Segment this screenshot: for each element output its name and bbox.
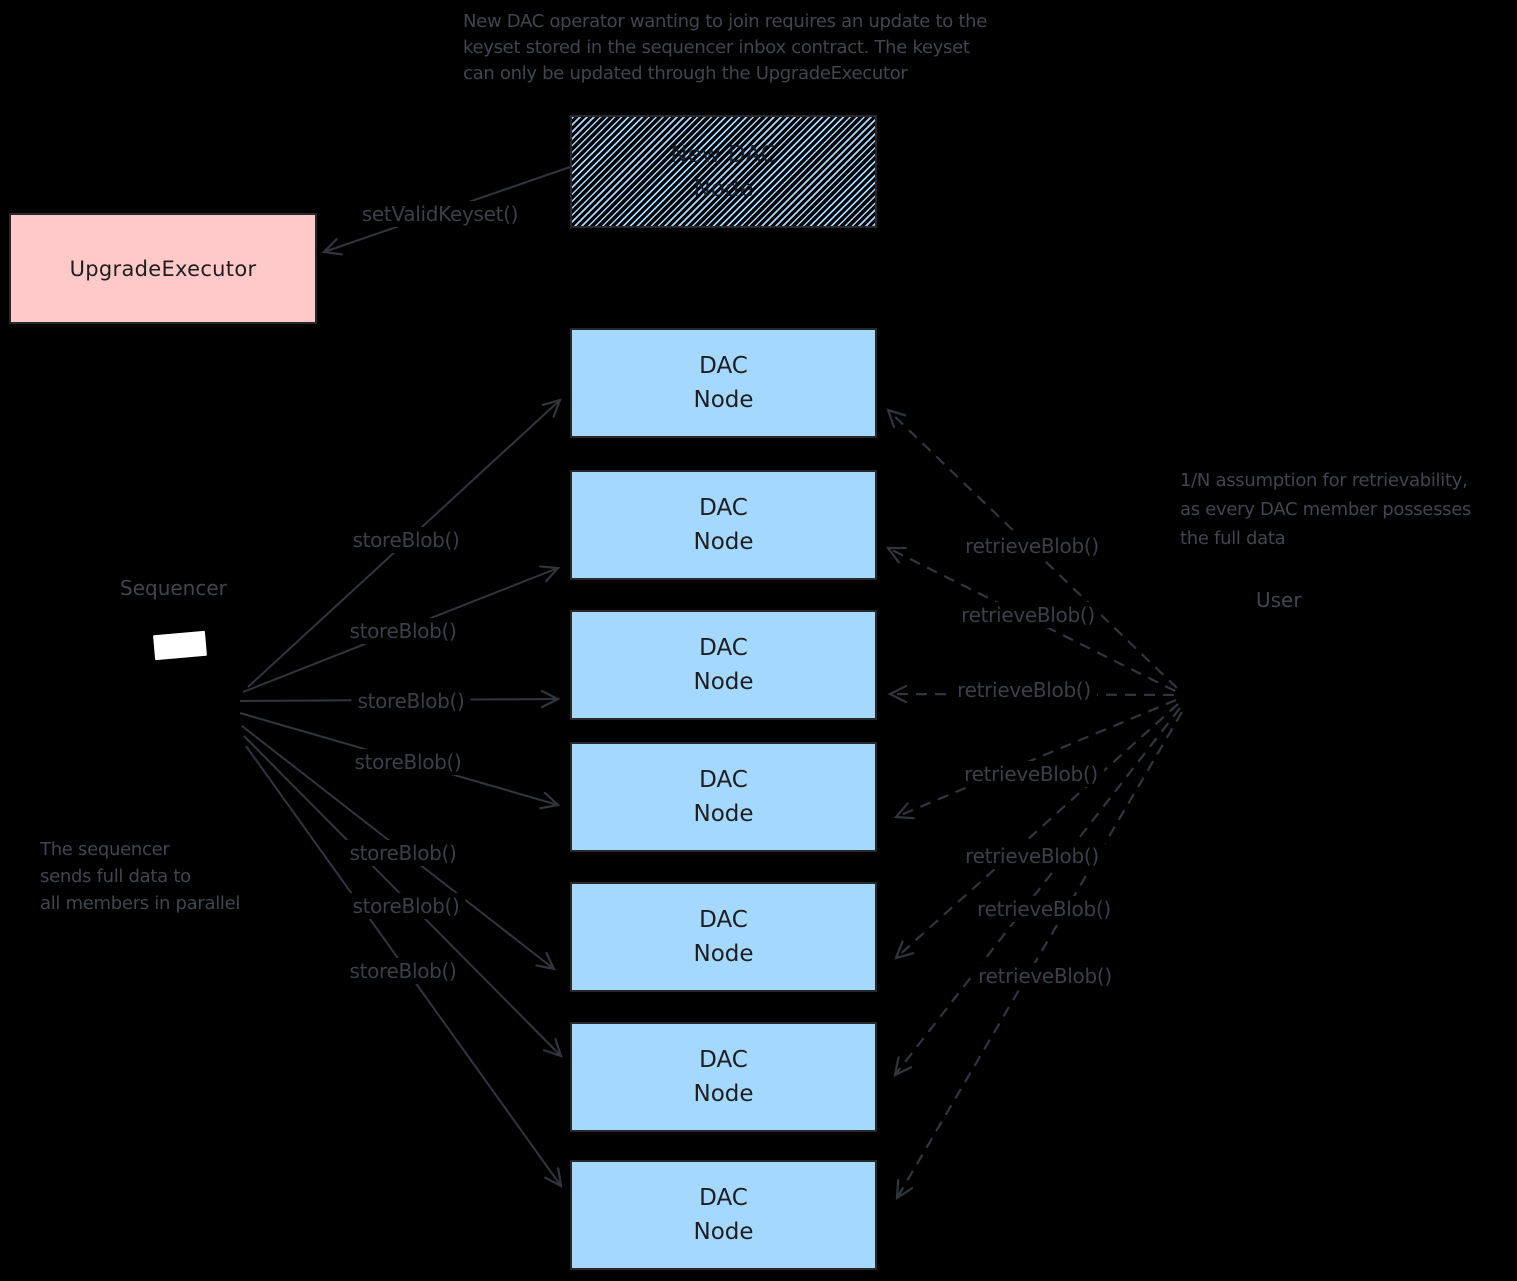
store-blob-label-4: storeBlob() <box>348 749 468 775</box>
dac-node-label-line1: DAC <box>699 495 748 521</box>
sequencer-label: Sequencer <box>120 576 227 600</box>
dac-node-label-line1: DAC <box>699 353 748 379</box>
dac-node-label-line2: Node <box>693 669 754 695</box>
sequencer-box <box>153 630 207 661</box>
set-valid-keyset-label: setValidKeyset() <box>355 201 525 227</box>
dac-node-label-line1: DAC <box>699 767 748 793</box>
store-blob-label-2: storeBlob() <box>343 618 463 644</box>
dac-node-label-line2: Node <box>693 1081 754 1107</box>
new-dac-node-label-line1: New DAC <box>670 141 777 168</box>
dac-node-box-1: DAC Node <box>570 328 877 438</box>
dac-node-label-line2: Node <box>693 1219 754 1245</box>
store-blob-label-6: storeBlob() <box>346 893 466 919</box>
right-note-line: 1/N assumption for retrievability, <box>1180 470 1468 491</box>
dac-node-box-3: DAC Node <box>570 610 877 720</box>
dac-node-box-5: DAC Node <box>570 882 877 992</box>
dac-node-label-line2: Node <box>693 387 754 413</box>
dac-node-box-4: DAC Node <box>570 742 877 852</box>
top-note-line: New DAC operator wanting to join require… <box>463 11 987 32</box>
new-dac-node-box: New DAC Node <box>570 115 877 228</box>
dac-node-label-line1: DAC <box>699 907 748 933</box>
retrieve-blob-arrow-5 <box>894 703 1179 960</box>
retrieve-blob-label-7: retrieveBlob() <box>972 963 1118 989</box>
top-note: New DAC operator wanting to join require… <box>463 9 987 87</box>
store-blob-label-7: storeBlob() <box>343 958 463 984</box>
dac-node-box-2: DAC Node <box>570 470 877 580</box>
dac-node-label-line1: DAC <box>699 1185 748 1211</box>
right-note-line: the full data <box>1180 528 1286 549</box>
upgrade-executor-box: UpgradeExecutor <box>9 213 317 324</box>
retrieve-blob-label-1: retrieveBlob() <box>959 533 1105 559</box>
retrieve-blob-arrow-4 <box>893 698 1177 820</box>
left-note-line: sends full data to <box>40 866 191 887</box>
store-blob-label-3: storeBlob() <box>351 688 471 714</box>
dac-node-label-line1: DAC <box>699 1047 748 1073</box>
new-dac-node-label-line2: Node <box>693 175 754 202</box>
retrieve-blob-label-2: retrieveBlob() <box>955 602 1101 628</box>
left-note-line: The sequencer <box>40 839 170 860</box>
retrieve-blob-label-4: retrieveBlob() <box>958 761 1104 787</box>
retrieve-blob-label-6: retrieveBlob() <box>971 896 1117 922</box>
dac-node-label-line2: Node <box>693 801 754 827</box>
store-blob-label-5: storeBlob() <box>343 840 463 866</box>
user-label: User <box>1256 588 1302 612</box>
left-note: The sequencer sends full data to all mem… <box>40 836 240 917</box>
dac-node-box-6: DAC Node <box>570 1022 877 1132</box>
top-note-line: keyset stored in the sequencer inbox con… <box>463 37 970 58</box>
dac-node-label-line2: Node <box>693 941 754 967</box>
top-note-line: can only be updated through the UpgradeE… <box>463 63 908 84</box>
retrieve-blob-label-3: retrieveBlob() <box>951 677 1097 703</box>
dac-node-box-7: DAC Node <box>570 1160 877 1270</box>
upgrade-executor-label: UpgradeExecutor <box>69 256 257 281</box>
dac-node-label-line1: DAC <box>699 635 748 661</box>
left-note-line: all members in parallel <box>40 893 241 914</box>
store-blob-label-1: storeBlob() <box>346 527 466 553</box>
dac-node-label-line2: Node <box>693 529 754 555</box>
retrieve-blob-arrow-6 <box>893 707 1181 1077</box>
retrieve-blob-label-5: retrieveBlob() <box>959 843 1105 869</box>
right-note-line: as every DAC member possesses <box>1180 499 1472 520</box>
right-note: 1/N assumption for retrievability, as ev… <box>1180 466 1471 553</box>
